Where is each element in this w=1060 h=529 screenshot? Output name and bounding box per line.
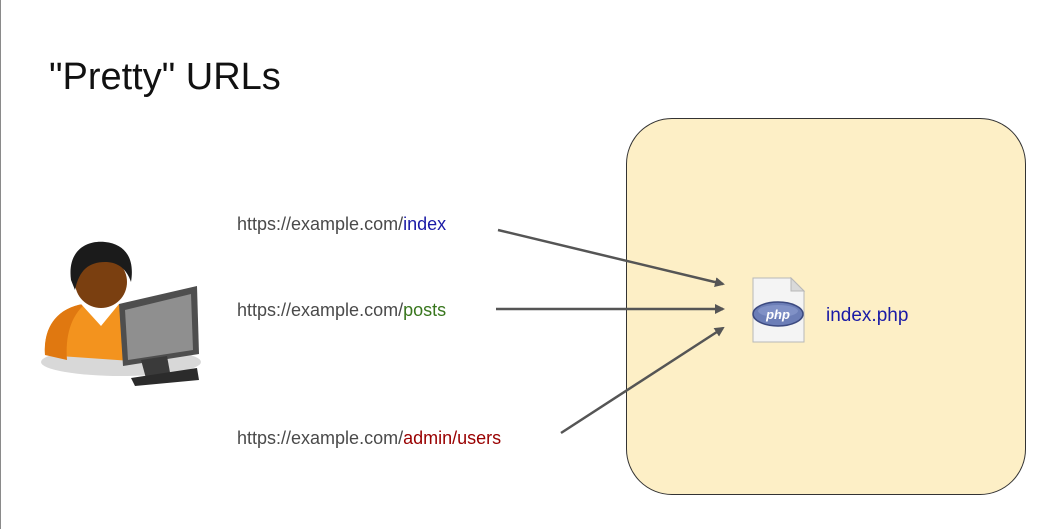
- url-index-base: https://example.com/: [237, 214, 404, 234]
- server-box: [626, 118, 1026, 495]
- url-admin-base: https://example.com/: [237, 428, 404, 448]
- php-icon-label: php: [765, 307, 790, 322]
- arrow-index: [497, 228, 725, 287]
- url-admin-path: admin/users: [403, 428, 502, 448]
- php-file-icon: php: [752, 276, 806, 343]
- url-posts: https://example.com/posts: [237, 300, 446, 321]
- user-at-computer-icon: [41, 241, 201, 386]
- target-filename: index.php: [826, 305, 909, 326]
- url-index: https://example.com/index: [237, 214, 446, 235]
- arrow-admin: [560, 326, 725, 435]
- slide-title: "Pretty" URLs: [49, 56, 281, 98]
- url-admin: https://example.com/admin/users: [237, 428, 501, 449]
- url-posts-base: https://example.com/: [237, 300, 404, 320]
- url-posts-path: posts: [403, 300, 447, 320]
- url-index-path: index: [403, 214, 447, 234]
